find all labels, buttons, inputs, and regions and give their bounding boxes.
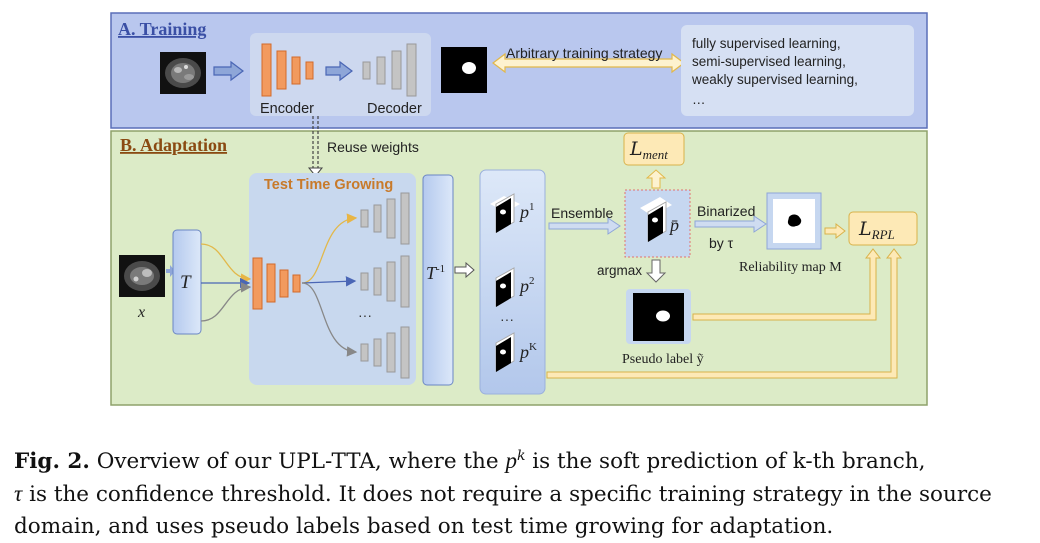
training-strategy-label: Arbitrary training strategy — [506, 45, 662, 61]
training-mask-image — [441, 47, 487, 93]
branch-dots: ··· — [358, 307, 372, 323]
input-x-label: x — [137, 304, 145, 321]
caption-text-1: Overview of our UPL-TTA, where the — [89, 449, 506, 475]
binarized-label: Binarized — [697, 203, 755, 219]
training-mri-image — [160, 52, 206, 94]
decoder-branch-k — [360, 326, 410, 379]
strategy-weakly: weakly supervised learning, — [691, 72, 858, 87]
adaptation-input-image — [119, 255, 165, 297]
ensemble-label: Ensemble — [551, 205, 613, 221]
strategies-box — [681, 25, 914, 116]
caption-tau-var: τ — [14, 481, 23, 507]
decoder-branch-2 — [360, 255, 410, 308]
encoder-label: Encoder — [260, 101, 314, 117]
encoder-to-decoder-arrow — [325, 60, 353, 82]
loss-rpl-label: LRPL — [858, 218, 895, 242]
transform-branch-gray — [200, 282, 252, 322]
prediction-k-label: pK — [518, 341, 537, 362]
reuse-weights-arrow — [307, 116, 324, 177]
binarized-arrow — [694, 215, 767, 233]
decoder-blocks — [362, 43, 417, 97]
caption-p-sup: k — [516, 448, 526, 464]
transform-block — [172, 229, 202, 335]
test-time-growing-label: Test Time Growing — [264, 177, 393, 193]
argmax-arrow — [645, 259, 667, 283]
reliability-to-loss-arrow — [824, 222, 846, 240]
branch-arrow-k — [301, 282, 358, 357]
ensemble-arrow — [548, 217, 621, 235]
decoder-label: Decoder — [367, 101, 422, 117]
caption-text-2: is the soft prediction of k-th branch, — [525, 449, 926, 475]
training-panel: A. Training Encoder Decoder — [110, 12, 928, 129]
caption-fig-label: Fig. 2. — [14, 449, 90, 475]
caption-text-3: is the confidence threshold. It does not… — [14, 482, 992, 540]
caption-p-var: p — [505, 448, 517, 474]
pseudo-label-blob — [656, 310, 670, 322]
inverse-to-preds-arrow — [454, 261, 475, 279]
adaptation-panel: B. Adaptation Reuse weights x T Test Tim… — [110, 116, 928, 406]
prediction-2-image — [495, 267, 515, 307]
predk-to-loss-arrow — [546, 248, 903, 379]
inverse-transform-label: T-1 — [426, 263, 445, 283]
pseudo-to-loss-arrow — [692, 248, 882, 321]
prediction-2-label: p2 — [518, 275, 535, 296]
argmax-label: argmax — [597, 263, 642, 278]
ensemble-prediction-image — [640, 197, 672, 242]
prediction-1-label: p1 — [518, 201, 535, 222]
training-input-arrow — [213, 60, 244, 82]
training-title: A. Training — [118, 19, 206, 39]
strategy-semi: semi-supervised learning, — [692, 54, 846, 69]
reuse-weights-label: Reuse weights — [327, 139, 419, 155]
decoder-branch-1 — [360, 192, 410, 245]
prediction-k-image — [495, 332, 515, 372]
transform-label: T — [180, 272, 192, 293]
transform-branch-yellow — [200, 243, 252, 284]
input-arrow — [166, 265, 175, 277]
ment-arrow — [645, 169, 667, 189]
figure-caption: Fig. 2. Overview of our UPL-TTA, where t… — [14, 440, 1030, 543]
prediction-dots: ··· — [500, 311, 514, 327]
branch-arrow-1 — [301, 213, 358, 284]
reliability-map-blob — [787, 214, 802, 227]
adaptation-title: B. Adaptation — [120, 135, 227, 155]
by-tau-label: by τ — [709, 235, 734, 251]
strategy-fully: fully supervised learning, — [692, 36, 841, 51]
reliability-map-label: Reliability map M — [739, 260, 842, 275]
pseudo-label-caption: Pseudo label ỹ — [622, 352, 704, 367]
inverse-transform-block — [422, 174, 454, 386]
shared-encoder — [252, 257, 301, 310]
strategy-ellipsis: … — [692, 92, 706, 107]
loss-ment-box — [623, 132, 685, 166]
loss-rpl-box — [848, 211, 918, 246]
prediction-1-image — [490, 193, 520, 233]
branch-arrow-2 — [301, 276, 357, 287]
loss-ment-label: Lment — [629, 138, 668, 162]
ensemble-prediction-label: p̄ — [668, 215, 679, 235]
encoder-blocks — [261, 43, 314, 97]
